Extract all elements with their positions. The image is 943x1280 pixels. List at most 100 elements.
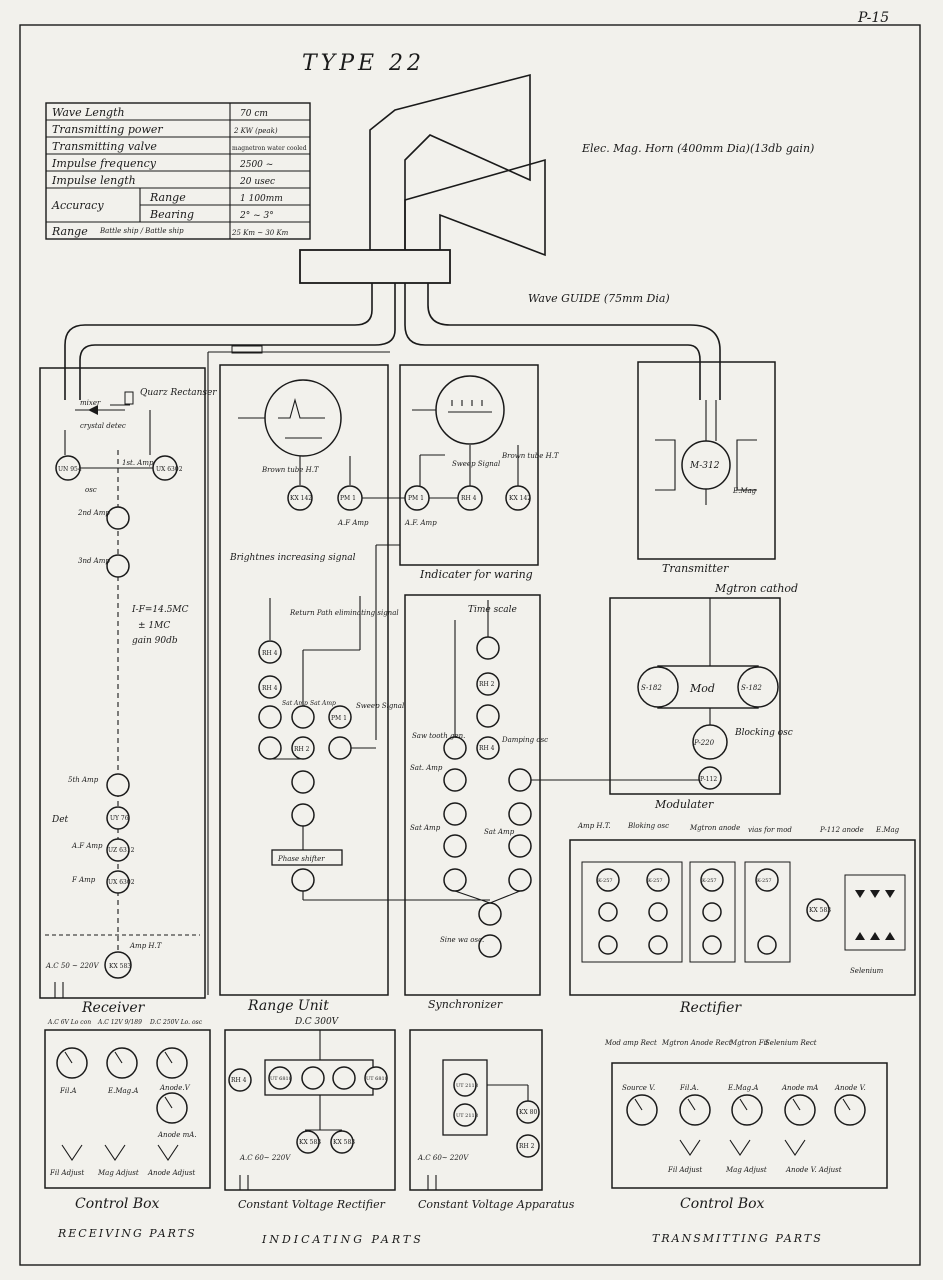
indicator-kx-label: KX 142 bbox=[509, 495, 531, 502]
rect-kx-label: KX 583 bbox=[809, 907, 831, 914]
k257-label: K-257 bbox=[757, 878, 772, 884]
cv-rectifier-title: Constant Voltage Rectifier bbox=[238, 1198, 386, 1211]
sat-amp-label: Sat Amp bbox=[410, 824, 441, 832]
cbl-adjust-label: Fil Adjust bbox=[49, 1169, 84, 1177]
first-amp-tube-label: UX 6302 bbox=[156, 466, 183, 473]
s182-right-label: S-182 bbox=[741, 684, 762, 692]
k257-label: K-257 bbox=[648, 878, 663, 884]
cbr-adjust-label: Fil Adjust bbox=[667, 1166, 702, 1174]
range-rh4-label: RH 4 bbox=[262, 650, 278, 657]
spec-value: 70 cm bbox=[240, 109, 268, 119]
time-scale-label: Time scale bbox=[468, 605, 517, 615]
third-amp-label: 3nd Amp bbox=[78, 557, 110, 565]
rectifier-panel bbox=[569, 839, 916, 996]
cbl-meter-label: Anode.V bbox=[159, 1084, 191, 1092]
cbl-adjust-label: Anode Adjust bbox=[147, 1169, 195, 1177]
blocking-label: Blocking osc bbox=[734, 728, 793, 738]
spec-param: Accuracy bbox=[51, 199, 104, 212]
cbr-adjust-label: Mag Adjust bbox=[725, 1166, 767, 1174]
e-mag-label: E.Mag bbox=[732, 487, 757, 495]
cvr-ut-label: UT 6818 bbox=[270, 1076, 292, 1082]
spec-value: 20 usec bbox=[239, 177, 275, 187]
modulator-panel bbox=[609, 597, 781, 795]
magnetron-label: M-312 bbox=[689, 461, 720, 471]
cbr-top-label: Mgtron Fil bbox=[729, 1039, 768, 1047]
sat-amp-label: Sat Amp bbox=[310, 700, 336, 707]
cbr-top-label: Mgtron Anode Rect bbox=[661, 1039, 732, 1047]
range-rh2-label: RH 2 bbox=[294, 746, 310, 753]
spec-param: Impulse frequency bbox=[51, 157, 157, 170]
receiving-parts-label: RECEIVING PARTS bbox=[57, 1227, 197, 1240]
spec-sub: Battle ship / Battle ship bbox=[99, 227, 184, 235]
horn-label: Elec. Mag. Horn (400mm Dia)(13db gain) bbox=[581, 142, 814, 155]
cvr-ut-label: UT 6818 bbox=[366, 1076, 388, 1082]
quartz-label: Quarz Rectanser bbox=[140, 388, 217, 398]
waveguide-label: Wave GUIDE (75mm Dia) bbox=[528, 292, 670, 305]
f-amp-label: F Amp bbox=[71, 876, 96, 884]
spec-value: 2 KW (peak) bbox=[233, 127, 278, 135]
cva-rh-label: RH 2 bbox=[519, 1143, 535, 1150]
if-note-1: I-F=14.5MC bbox=[131, 605, 189, 615]
receiver-ac-label: A.C 50 ~ 220V bbox=[45, 962, 99, 970]
spec-param: Transmitting power bbox=[52, 123, 163, 136]
cbl-top-label: D.C 250V Lo. osc bbox=[149, 1019, 203, 1026]
cv-apparatus-panel bbox=[409, 1029, 543, 1191]
diagram-title: TYPE 22 bbox=[302, 51, 425, 76]
af-amp-label: A.F Amp bbox=[71, 842, 103, 850]
spec-param: Range bbox=[51, 225, 88, 238]
damping-label: Damping osc bbox=[501, 736, 548, 744]
rect-mgtron-anode-label: Mgtron anode bbox=[689, 824, 740, 832]
spec-table: Wave Length 70 cm Transmitting power 2 K… bbox=[45, 102, 311, 240]
horn-antenna bbox=[299, 73, 546, 284]
control-box-left-title: Control Box bbox=[75, 1196, 160, 1212]
spec-param: Wave Length bbox=[52, 106, 125, 119]
return-path-label: Return Path eliminating signal bbox=[289, 609, 399, 617]
if-note-3: gain 90db bbox=[132, 636, 178, 646]
cvr-rh-label: RH 4 bbox=[231, 1077, 247, 1084]
p112-label: P-112 bbox=[700, 776, 717, 783]
indicator-brown-tube-label: Brown tube H.T bbox=[501, 452, 560, 460]
rect-emag-label: E.Mag bbox=[875, 826, 900, 834]
cv-rectifier-panel bbox=[224, 1029, 396, 1191]
range-pm1b-label: PM 1 bbox=[331, 715, 347, 722]
synchronizer-title: Synchronizer bbox=[428, 998, 503, 1011]
range-sweep-label: Sweep Signal bbox=[356, 702, 404, 710]
indicator-rh-label: RH 4 bbox=[461, 495, 477, 502]
spec-param: Transmitting valve bbox=[52, 140, 157, 153]
control-box-left bbox=[44, 1029, 211, 1189]
rectifier-title: Rectifier bbox=[679, 1000, 742, 1016]
first-amp-label: 1st. Amp bbox=[122, 459, 154, 467]
transmitting-parts-label: TRANSMITTING PARTS bbox=[652, 1232, 823, 1245]
osc-label: osc bbox=[85, 486, 97, 494]
page-border bbox=[19, 24, 921, 1266]
cbr-meter-label: Source V. bbox=[622, 1084, 655, 1092]
cvr-ac-label: A.C 60~ 220V bbox=[239, 1154, 291, 1162]
spec-sub: Bearing bbox=[149, 208, 194, 221]
k257-label: K-257 bbox=[598, 878, 613, 884]
cbr-adjust-label: Anode V. Adjust bbox=[785, 1166, 842, 1174]
cbr-top-label: Selenium Rect bbox=[765, 1039, 817, 1047]
sawtooth-label: Saw tooth gen. bbox=[412, 732, 465, 740]
cbr-meter-label: Fil.A. bbox=[679, 1084, 699, 1092]
osc-tube-label: UN 954 bbox=[58, 466, 82, 473]
indicator-af-amp-label: A.F. Amp bbox=[404, 519, 437, 527]
control-box-right bbox=[611, 1062, 888, 1189]
mod-label: Mod bbox=[689, 682, 715, 695]
rect-bloking-label: Bloking osc bbox=[627, 822, 669, 830]
det-tube-label: UY 76 bbox=[110, 815, 129, 822]
spec-value: magnetron water cooled bbox=[232, 145, 307, 152]
spec-sub: Range bbox=[149, 191, 186, 204]
cbl-top-label: A.C 12V 9/189 bbox=[97, 1019, 142, 1026]
det-label: Det bbox=[51, 815, 69, 825]
range-kx-label: KX 142 bbox=[290, 495, 312, 502]
range-unit-title: Range Unit bbox=[247, 998, 329, 1014]
spec-value: 25 Km ~ 30 Km bbox=[231, 229, 289, 237]
mixer-label: mixer bbox=[80, 399, 101, 407]
indicator-sweep-label: Sweep Signal bbox=[452, 460, 500, 468]
rect-amp-ht-label: Amp H.T. bbox=[577, 822, 611, 830]
cv-apparatus-title: Constant Voltage Apparatus bbox=[418, 1198, 575, 1211]
cbl-meter-label: Anode mA. bbox=[157, 1131, 197, 1139]
indicator-title: Indicater for waring bbox=[419, 568, 533, 581]
sync-rh2-label: RH 2 bbox=[479, 681, 495, 688]
spec-value: 2500 ~ bbox=[239, 160, 273, 170]
